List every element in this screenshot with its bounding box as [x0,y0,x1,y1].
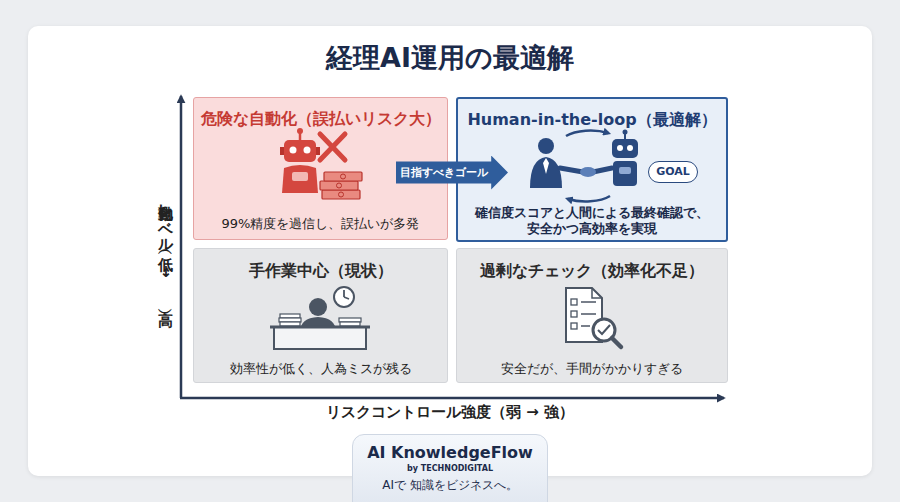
paper-sheet [340,322,360,326]
clock-hand [343,290,345,297]
text-line [581,325,590,327]
goal-text: GOAL [649,162,697,181]
checkbox [571,311,577,317]
checkbox [571,299,577,305]
quadrant-body: 安全だが、手間がかかりすぎる [461,360,723,377]
robot-eye [627,145,633,151]
person-tie [543,158,549,174]
brand-tagline: AIで 知識をビジネスへ。 [353,477,547,493]
worker-head [309,298,327,316]
brand-name: AI KnowledgeFlow [353,443,547,463]
quadrant-body: 確信度スコアと人間による最終確認で、 安全かつ高効率を実現 [472,205,712,237]
quadrant-heading: Human-in-the-loop（最適解） [462,110,722,130]
diagram-title: 経理AI運用の最適解 [0,38,900,78]
bill-mark [341,174,346,179]
worker-body [300,317,336,332]
robot-panel [292,172,308,181]
checklist-illustration [566,288,621,347]
cross-stroke [320,134,345,160]
quadrant-body: 99%精度を過信し、誤払いが多発 [198,215,443,232]
bill-mark [337,183,342,188]
person-arm [560,168,583,172]
robot-antenna-tip [623,130,628,135]
overcheck-quadrant: 過剰なチェック（効率化不足） 安全だが、手間がかかりすぎる [456,248,728,383]
quadrant-heading: 危険な自動化（誤払いリスク大） [198,109,443,129]
money-stack [320,172,362,199]
robot-arm [593,168,612,172]
desk-top [270,326,370,329]
bill [320,181,358,190]
brand-footer: AI KnowledgeFlowby TECHNODIGITAL AIで 知識をビ… [352,434,548,502]
robot-ear [316,147,320,155]
bill-mark [339,192,344,197]
robot-head [284,140,316,162]
text-line [581,301,596,303]
robot-antenna [299,132,302,140]
checkbox [571,323,577,329]
magnifier-handle [612,338,621,347]
text-line [581,313,596,315]
x-axis [180,397,724,400]
robot-antenna-tip [297,128,303,134]
y-axis-label: 自動化レベル（低 ↓ 高） [156,146,176,346]
cross-stroke [320,134,345,160]
paper-sheet [339,318,361,322]
x-axis-label: リスクコントロール強度（弱 → 強） [150,402,750,422]
paper-sheet [280,314,300,318]
robot-eye [290,147,297,154]
robot-body [613,161,637,186]
person-body [530,157,562,188]
office-worker-illustration [270,287,370,349]
current-quadrant: 手作業中心（現状） 効率性が低く、人為ミスが残る [193,248,448,383]
quadrant-heading: 手作業中心（現状） [198,261,443,281]
check-mark [598,325,610,334]
y-axis [180,96,183,398]
cycle-arrow [568,196,610,201]
bill [322,190,360,199]
clock-face [334,287,354,307]
magnifier-lens [593,319,615,341]
goal-bubble: GOAL [648,161,698,183]
quadrant-heading: 過剰なチェック（効率化不足） [461,261,723,281]
quadrant-body: 効率性が低く、人為ミスが残る [198,360,443,377]
robot-head [612,139,638,158]
robot-antenna [624,133,626,139]
bill [324,172,362,181]
document-fold [592,288,602,298]
cross-mark [320,134,345,160]
clock-hand [344,297,349,299]
collaboration-illustration [530,130,638,202]
desk [274,327,366,349]
robot-eye [617,145,623,151]
paper-sheet [280,322,300,326]
paper-sheet [279,318,301,322]
robot-eye [304,147,311,154]
arrow-label: 目指すべきゴール [396,156,508,190]
robot-body [282,165,318,193]
robot-ear [280,147,284,155]
robot-illustration [280,128,320,193]
person-head [538,138,554,154]
cycle-arrow [566,131,608,136]
document-sheet [566,288,602,342]
brand-byline: by TECHNODIGITAL [353,464,547,474]
handshake [580,167,596,177]
robot-panel [619,167,631,174]
